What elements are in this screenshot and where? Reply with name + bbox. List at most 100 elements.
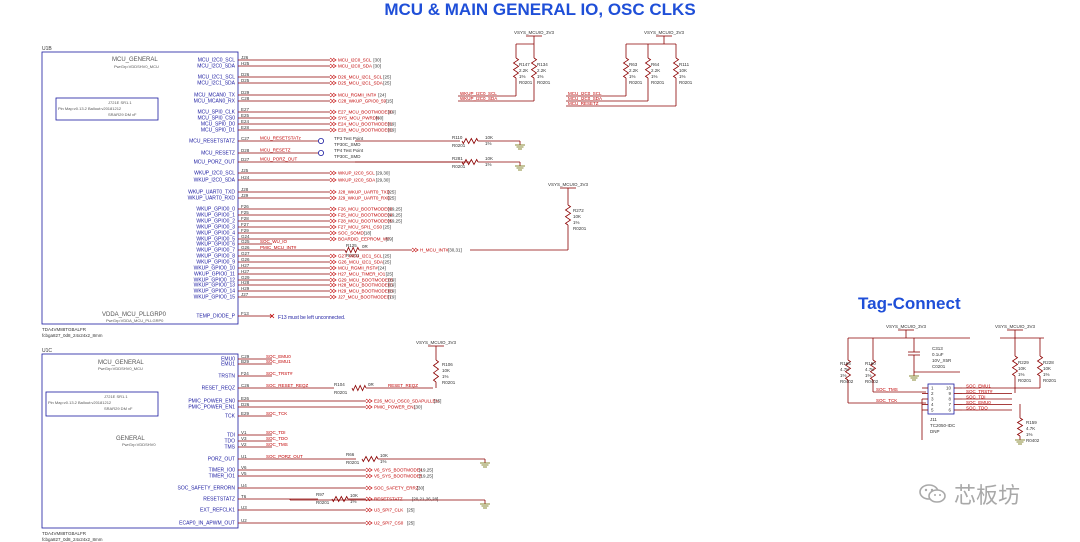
- power-rail-label: VSYS_MCUIO_3V3: [548, 182, 589, 187]
- capacitor-value: 0.1uF: [932, 352, 944, 357]
- test-point-package: TP30C_SMD: [334, 154, 361, 159]
- pin-name: MCU_MCAN0_RX: [194, 99, 236, 105]
- net-label: PMIC_MCU_INT#: [260, 245, 297, 250]
- net-ref: [30]: [417, 486, 425, 491]
- block-name: MCU_GENERAL: [112, 57, 158, 63]
- pin-name: WKUP_UART0_RXD: [188, 196, 236, 202]
- resistor-value: 0R: [368, 382, 375, 387]
- resistor-tolerance: 1%: [537, 74, 544, 79]
- power-rail-label: VSYS_MCUIO_3V3: [514, 30, 555, 35]
- pin-name: TRSTN: [218, 374, 235, 380]
- pin-number: G29: [241, 275, 250, 280]
- power-group: PwrGrp:VDDSHV0_MCU: [98, 366, 143, 371]
- resistor-value: 10K: [573, 214, 581, 219]
- net-ref: [25]: [383, 225, 391, 230]
- resistor-ref: R63: [629, 62, 638, 67]
- net-ref: [25]: [434, 399, 442, 404]
- resistor-icon: [672, 57, 680, 79]
- net-label: F27_MCU_SPI1_CS0: [338, 225, 383, 230]
- watermark: 芯板坊: [918, 478, 1020, 510]
- resistor-package: R0201: [442, 380, 456, 385]
- power-rail-label: VSYS_MCUIO_3V3: [416, 340, 457, 345]
- pin-number: C27: [241, 136, 250, 141]
- pin-name: WKUP_GPIO0_0: [196, 207, 235, 213]
- pin-name: WKUP_GPIO0_10: [194, 266, 236, 272]
- pin-number: U2: [241, 518, 247, 523]
- pin-name: MCU_PORZ_OUT: [194, 160, 235, 166]
- net-label: MCU_RGMII_INT#: [338, 93, 377, 98]
- resistor-icon: [844, 359, 852, 381]
- resistor-ref: R104: [334, 382, 345, 387]
- resistor-tolerance: 1%: [350, 499, 357, 504]
- net-arrow-icon: [329, 177, 337, 183]
- net-label: WKUP_I2C0_SDA: [338, 178, 375, 183]
- resistor-value: 4.7K: [865, 367, 874, 372]
- pin-number: G25: [241, 239, 250, 244]
- net-label: SOC_EMU0: [966, 400, 991, 405]
- net-arrow-icon: [329, 63, 337, 69]
- pin-number: F28: [241, 216, 249, 221]
- net-arrow-icon: [329, 115, 337, 121]
- net-ref: [19,25]: [388, 207, 402, 212]
- pin-number: C29: [241, 354, 250, 359]
- resistor-tolerance: 1%: [1018, 372, 1025, 377]
- net-label: SOC_TMS: [876, 387, 898, 392]
- pin-number: C26: [241, 383, 250, 388]
- net-arrow-icon: [365, 520, 373, 526]
- note-text: F13 must be left unconnected.: [278, 315, 345, 321]
- net-label: SOC_TMS: [266, 442, 288, 447]
- connector-ref: J11: [930, 417, 937, 422]
- net-ref: [30]: [373, 58, 381, 63]
- pin-name: WKUP_I2C0_SCL: [194, 171, 235, 177]
- pin-number: H29: [241, 286, 250, 291]
- pin-name: TIMER_IO1: [209, 474, 236, 480]
- pin-name: RESET_REQZ: [202, 386, 235, 392]
- resistor-tolerance: 1%: [485, 162, 492, 167]
- pin-name: TIMER_IO0: [209, 468, 236, 474]
- resistor-icon: [622, 57, 630, 79]
- pin-number: G26: [241, 245, 250, 250]
- net-arrow-icon: [365, 467, 373, 473]
- test-point-icon: [317, 137, 324, 144]
- pin-number: J27: [241, 292, 249, 297]
- resistor-tolerance: 1%: [679, 74, 686, 79]
- net-label: SOC_TCK: [266, 411, 287, 416]
- vdda-label: VDDA_MCU_PLLGRP0: [102, 312, 167, 318]
- pin-name: TDO: [224, 439, 235, 445]
- net-label: SOC_EMU1: [266, 359, 291, 364]
- net-arrow-icon: [365, 485, 373, 491]
- net-arrow-icon: [329, 282, 337, 288]
- pin-number: E29: [241, 411, 250, 416]
- pin-number: F27: [241, 222, 249, 227]
- info-text: SRAR29 DM xF: [108, 112, 137, 117]
- net-label: BOARDID_EEPROM_WP: [338, 237, 390, 242]
- pin-name: WKUP_GPIO0_14: [194, 289, 236, 295]
- pin-number: E24: [241, 119, 250, 124]
- pin-number: D26: [241, 402, 250, 407]
- pin-name: WKUP_GPIO0_12: [194, 278, 236, 284]
- net-arrow-icon: [329, 224, 337, 230]
- net-arrow-icon: [365, 473, 373, 479]
- net-label: SOC_WU_IO: [260, 239, 288, 244]
- net-ref: [30]: [376, 116, 384, 121]
- pin-number: F25: [241, 210, 249, 215]
- net-label: SOC_TDO: [966, 406, 988, 411]
- resistor-icon: [461, 158, 479, 166]
- capacitor-package: C0201: [932, 364, 946, 369]
- resistor-tolerance: 1%: [485, 141, 492, 146]
- info-box: [45, 391, 159, 417]
- net-label: SOC_RESET_REQZ: [266, 383, 309, 388]
- pin-name: WKUP_GPIO0_5: [196, 237, 235, 243]
- net-arrow-icon: [329, 294, 337, 300]
- pin-name: WKUP_GPIO0_3: [196, 225, 235, 231]
- resistor-value: 10K: [350, 493, 358, 498]
- resistor-tolerance: 1%: [1043, 372, 1050, 377]
- capacitor-ref: C313: [932, 346, 943, 351]
- pin-number: D29: [241, 90, 250, 95]
- pin-name: MCU_SPI0_CS0: [197, 116, 235, 122]
- net-label: SOC_TDO: [266, 436, 288, 441]
- power-group: PwrGrp:VDDA_MCU_PLLGRP0: [106, 318, 164, 323]
- net-ref: [25]: [383, 81, 391, 86]
- pin-name: WKUP_GPIO0_2: [196, 219, 235, 225]
- pin-number: E26: [241, 396, 250, 401]
